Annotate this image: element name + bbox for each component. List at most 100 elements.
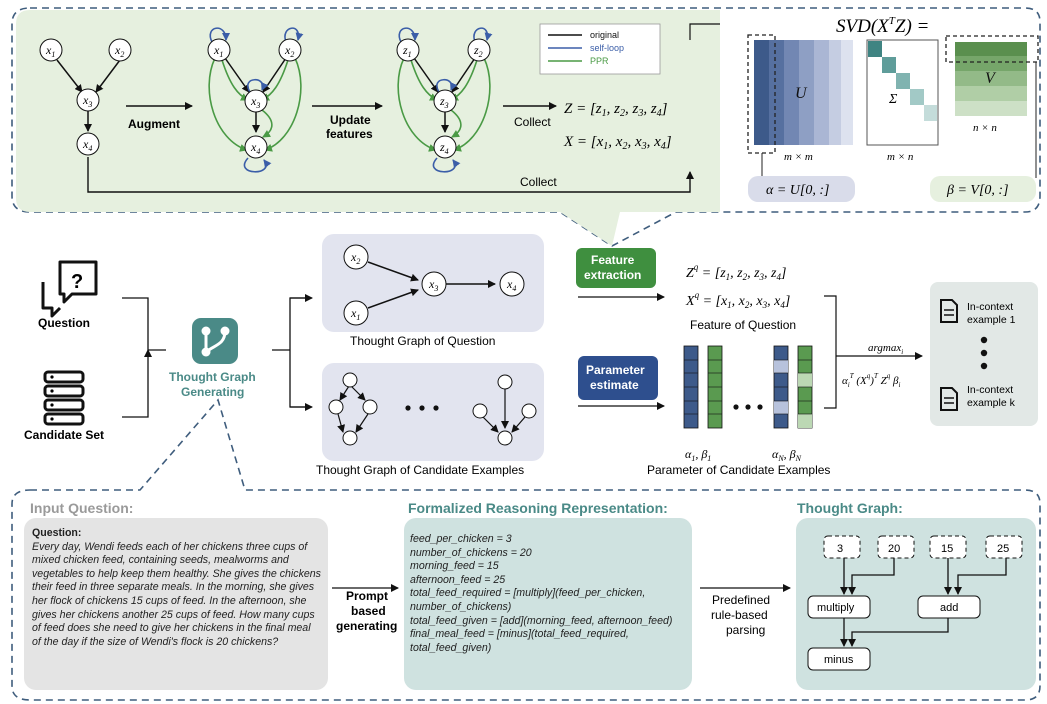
svg-text:x4: x4 (506, 277, 516, 293)
v-dim: n × n (973, 122, 997, 134)
updated-graph: z1 z2 z3 z4 (396, 27, 493, 173)
svg-text:add: add (940, 602, 958, 614)
question-title: Question: (32, 527, 82, 539)
svg-text:x2: x2 (284, 43, 294, 59)
input-question-heading: Input Question: (30, 500, 134, 516)
svg-text:x4: x4 (82, 137, 92, 153)
candidate-parameter-vectors (683, 345, 813, 429)
update-label-2: features (326, 127, 373, 141)
feature-caption: Feature of Question (690, 318, 796, 332)
thought-graph-generator-icon (192, 318, 238, 364)
formal-representation-heading: Formalized Reasoning Representation: (408, 500, 668, 516)
z-equation: Z = [z1, z2, z3, z4] (564, 101, 668, 119)
formal-line-3: morning_feed = 15 (410, 560, 499, 573)
u-matrix: U (747, 34, 853, 154)
output-thought-graph: 3 20 15 25 multiply add minus (807, 535, 1023, 671)
svg-text:z4: z4 (439, 140, 449, 156)
svg-text:multiply: multiply (817, 602, 855, 614)
zq-equation: Zq = [z1, z2, z3, z4] (686, 262, 786, 282)
question-graph-caption: Thought Graph of Question (350, 334, 495, 348)
svg-text:z1: z1 (402, 43, 412, 59)
svg-text:x1: x1 (213, 43, 223, 59)
candidate-label: Candidate Set (24, 428, 104, 442)
candidate-thought-graphs (328, 372, 537, 446)
parse-label-3: parsing (726, 623, 765, 637)
question-icon: ? (41, 260, 98, 318)
svg-text:x1: x1 (45, 43, 55, 59)
alpha-equation: α = U[0, :] (766, 183, 829, 198)
svg-text:x3: x3 (82, 93, 92, 109)
formal-line-7: final_meal_feed = [minus](total_feed_req… (410, 628, 629, 654)
svg-text:x1: x1 (350, 306, 360, 322)
param-caption: Parameter of Candidate Examples (647, 463, 830, 477)
input-node-3 (823, 535, 861, 559)
prompt-label-2: based (351, 604, 386, 618)
alphaN-betaN: αN, βN (772, 447, 802, 463)
formal-line-4: afternoon_feed = 25 (410, 573, 506, 586)
svg-text:z3: z3 (439, 94, 449, 110)
parameter-estimate-label-1: Parameter (586, 363, 645, 377)
u-dim: m × m (784, 151, 813, 163)
svg-text:25: 25 (997, 543, 1009, 555)
xq-equation: Xq = [x1, x2, x3, x4] (685, 290, 790, 310)
example1-label-2: example 1 (967, 314, 1016, 326)
database-icon (43, 370, 85, 426)
svg-text:minus: minus (824, 654, 854, 666)
op-node-add (917, 595, 981, 619)
op-node-multiply (807, 595, 871, 619)
beta-equation: β = V[0, :] (946, 183, 1009, 198)
feature-extraction-label-2: extraction (584, 268, 641, 282)
legend-original: original (590, 30, 619, 40)
legend-self-loop: self-loop (590, 43, 624, 53)
formal-line-5: total_feed_required = [multiply](feed_pe… (410, 587, 646, 613)
prompt-label-3: generating (336, 619, 397, 633)
svd-title: SVD(XTZ) = (836, 15, 929, 37)
v-label: V (985, 70, 997, 87)
op-node-minus (807, 647, 871, 671)
question-text-block: Question: Every day, Wendi feeds each of… (32, 527, 322, 649)
question-text: Every day, Wendi feeds each of her chick… (32, 540, 321, 648)
svg-text:x2: x2 (114, 43, 124, 59)
collect-bottom-label: Collect (520, 175, 557, 189)
input-question-box (24, 518, 328, 690)
svg-text:?: ? (71, 271, 83, 293)
thought-graph-box (796, 518, 1036, 690)
example1-label-1: In-context (967, 301, 1013, 313)
score-label: αiT (Xq)T Zq βi (842, 372, 900, 389)
examplek-label-2: example k (967, 397, 1016, 409)
input-graph: x1 x2 x3 x4 (39, 38, 132, 156)
beta-badge (930, 176, 1036, 202)
generator-label-1: Thought Graph (169, 370, 256, 384)
parse-label-1: Predefined (712, 593, 770, 607)
u-label: U (795, 85, 808, 102)
document-icon-k (940, 387, 958, 411)
sigma-matrix: Σ (866, 39, 939, 146)
formal-line-2: number_of_chickens = 20 (410, 546, 532, 559)
svg-text:3: 3 (837, 543, 843, 555)
svg-text:20: 20 (888, 543, 900, 555)
parameter-estimate-label-2: estimate (590, 378, 639, 392)
augmented-graph: x1 x2 x3 x4 (207, 27, 304, 173)
bottom-dashed-frame (11, 398, 1041, 701)
candidate-graph-panel (322, 363, 544, 461)
svg-text:x3: x3 (428, 277, 438, 293)
svg-text:z2: z2 (473, 43, 483, 59)
feature-extraction-label-1: Feature (591, 253, 635, 267)
argmax-label: argmaxi (868, 342, 903, 356)
candidate-graph-caption: Thought Graph of Candidate Examples (316, 463, 524, 477)
sigma-dim: m × n (887, 151, 914, 163)
feature-extraction-badge (576, 248, 656, 288)
svg-text:x4: x4 (250, 140, 260, 156)
augment-label: Augment (128, 117, 180, 131)
alpha1-beta1: α1, β1 (685, 447, 711, 463)
parse-label-2: rule-based (711, 608, 768, 622)
update-label-1: Update (330, 113, 371, 127)
sigma-label: Σ (888, 92, 898, 107)
svg-text:15: 15 (941, 543, 953, 555)
legend-ppr: PPR (590, 56, 609, 66)
question-thought-graph: x2 x1 x3 x4 (343, 244, 525, 326)
examplek-label-1: In-context (967, 384, 1013, 396)
input-node-20 (877, 535, 915, 559)
formal-line-1: feed_per_chicken = 3 (410, 533, 512, 545)
